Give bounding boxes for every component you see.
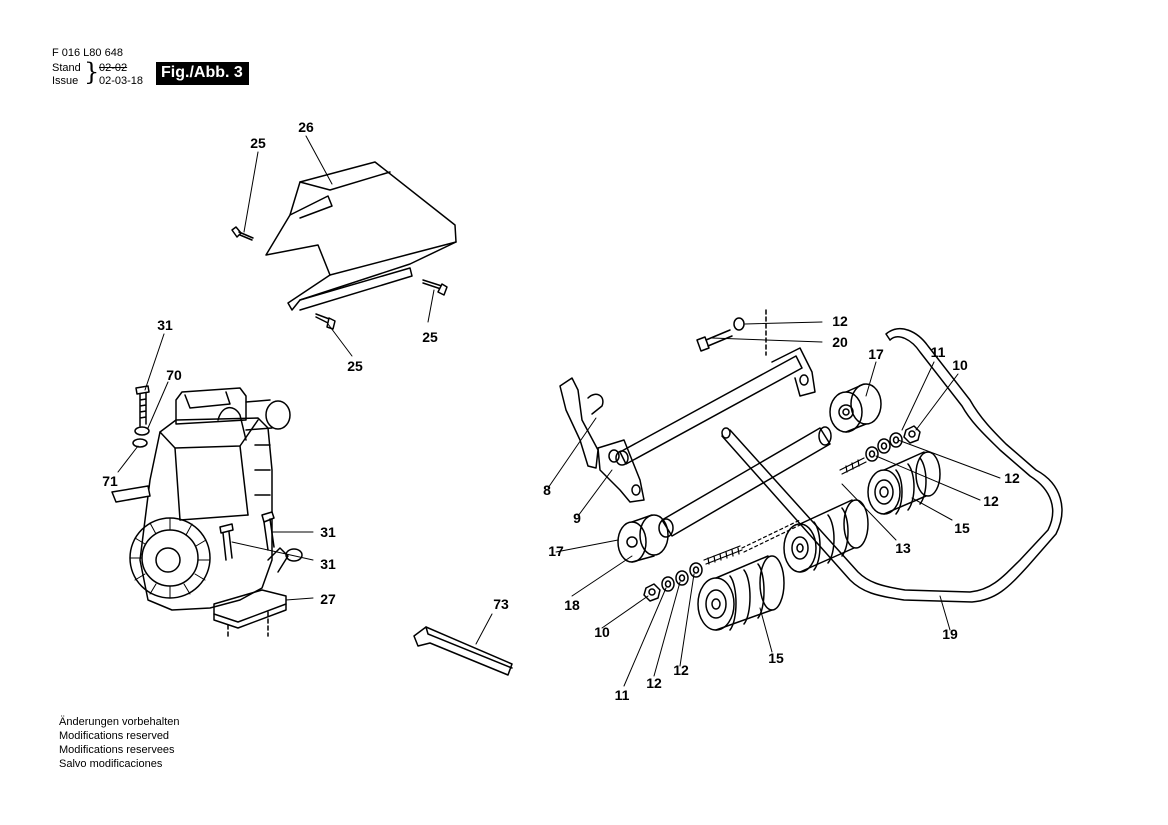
- callout-26: 26: [298, 119, 314, 135]
- bolt-20: [696, 329, 733, 352]
- brace-symbol: }: [84, 58, 100, 86]
- callout-13: 13: [895, 540, 911, 556]
- engine-bolt-lower: [219, 523, 234, 561]
- note-spanish: Salvo modificaciones: [59, 758, 163, 770]
- callout-12: 12: [673, 662, 689, 678]
- note-german: Änderungen vorbehalten: [59, 716, 180, 728]
- cover-screw-top: [231, 226, 254, 241]
- callout-73: 73: [493, 596, 509, 612]
- hex-key-tool: [413, 626, 513, 676]
- washer-70: [134, 426, 150, 436]
- issue-label: Issue: [52, 75, 79, 87]
- washer-71: [132, 438, 148, 448]
- cover-screw-right: [422, 279, 448, 296]
- roller-17-rear: [829, 383, 882, 433]
- callout-15: 15: [768, 650, 784, 666]
- stand-label: Stand: [52, 62, 81, 74]
- callout-27: 27: [320, 591, 336, 607]
- callout-70: 70: [166, 367, 182, 383]
- threaded-rod-13: [703, 457, 867, 565]
- note-french: Modifications reservees: [59, 744, 175, 756]
- callout-31: 31: [157, 317, 173, 333]
- issue-date: 02-03-18: [99, 75, 144, 87]
- figure-label: Fig./Abb. 3: [156, 62, 249, 85]
- part-number: F 016 L80 648: [52, 47, 123, 59]
- callout-31: 31: [320, 556, 336, 572]
- front-fastener-stack: [643, 562, 703, 602]
- washer-31: [285, 548, 303, 562]
- callout-20: 20: [832, 334, 848, 350]
- callout-71: 71: [102, 473, 118, 489]
- leader-lines: [117, 135, 1001, 687]
- old-date: 02-02: [99, 62, 128, 74]
- spring-roller-rear: [867, 451, 941, 515]
- callout-11: 11: [615, 687, 630, 703]
- roller-17-front: [617, 514, 669, 563]
- rear-fastener-stack: [865, 425, 921, 462]
- callout-9: 9: [573, 510, 581, 526]
- callout-17: 17: [548, 543, 564, 559]
- callout-10: 10: [952, 357, 968, 373]
- callout-12: 12: [983, 493, 999, 509]
- callout-31: 31: [320, 524, 336, 540]
- callout-10: 10: [594, 624, 610, 640]
- engine-cover-part: [265, 161, 457, 311]
- callout-12: 12: [1004, 470, 1020, 486]
- handle-bar-19: [721, 328, 1063, 603]
- callout-8: 8: [543, 482, 551, 498]
- center-tube: [658, 426, 832, 538]
- callout-15: 15: [954, 520, 970, 536]
- engine-bolt-top: [135, 385, 150, 427]
- callout-12: 12: [646, 675, 662, 691]
- note-english: Modifications reserved: [59, 730, 170, 742]
- callout-25: 25: [422, 329, 438, 345]
- spring-roller-front: [697, 555, 785, 631]
- washer-12-top: [733, 317, 745, 331]
- callout-18: 18: [564, 597, 580, 613]
- engine-part: [111, 387, 291, 637]
- modification-notes: Änderungen vorbehalten Modifications res…: [59, 715, 179, 771]
- roller-shaft: [559, 347, 816, 503]
- callout-17: 17: [868, 346, 884, 362]
- callout-25: 25: [250, 135, 266, 151]
- callout-labels: 26 25 25 25 31 70 71 31 31 27 73 12 20 17 11 10 8 9 12 12 15…: [102, 119, 1020, 703]
- callout-19: 19: [942, 626, 958, 642]
- engine-bolt-middle: [261, 511, 275, 551]
- callout-25: 25: [347, 358, 363, 374]
- cover-screw-left: [315, 313, 336, 330]
- callout-11: 11: [931, 344, 946, 360]
- callout-12: 12: [832, 313, 848, 329]
